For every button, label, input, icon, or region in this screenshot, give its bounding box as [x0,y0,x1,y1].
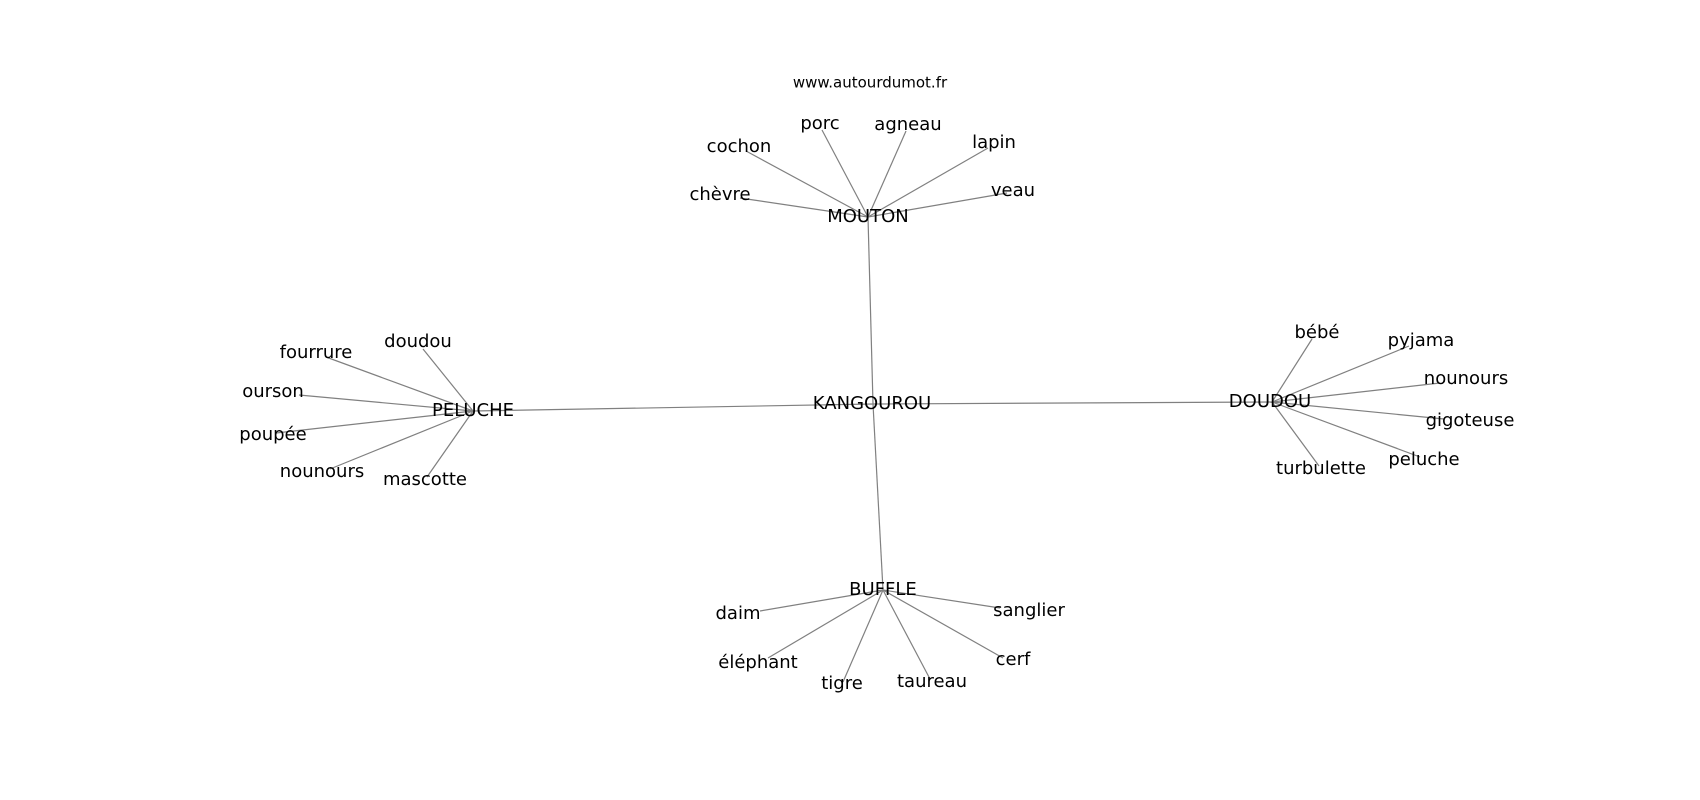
leaf-node[interactable]: peluche [1388,449,1459,470]
edge-leaf [1271,338,1313,403]
edge-leaf [867,130,907,218]
edge-leaf [882,589,931,680]
edge-leaf [739,197,869,218]
leaf-node[interactable]: cochon [707,136,772,157]
leaf-node[interactable]: fourrure [280,342,353,363]
leaf-node[interactable]: mascotte [383,469,467,490]
leaf-node[interactable]: doudou [384,331,452,352]
edge-leaf [882,589,1004,659]
edge-leaf [329,410,474,470]
leaf-node[interactable]: nounours [1424,368,1508,389]
edge-center-to-peluche [472,403,874,412]
edge-center-to-buffle [872,403,884,591]
edge-leaf [275,410,474,434]
edge-leaf [867,147,989,218]
leaf-node[interactable]: poupée [239,424,306,445]
edge-leaf [759,589,884,612]
edge-leaf [1271,345,1410,403]
edge-leaf [1271,382,1441,403]
hub-node-doudou[interactable]: DOUDOU [1229,391,1311,412]
leaf-node[interactable]: gigoteuse [1426,410,1515,431]
edge-leaf [325,356,474,412]
edge-leaf [842,589,884,683]
leaf-node[interactable]: éléphant [718,652,797,673]
edge-leaf [821,129,869,218]
leaf-node[interactable]: bébé [1295,322,1340,343]
leaf-node[interactable]: agneau [874,114,941,135]
edge-leaf [745,150,869,218]
leaf-node[interactable]: daim [716,603,761,624]
edge-leaf [882,589,1001,609]
edge-leaf [298,394,474,412]
edge-leaf [867,192,1008,218]
leaf-node[interactable]: nounours [280,461,364,482]
leaf-node[interactable]: porc [800,113,839,134]
edge-center-to-doudou [872,401,1273,405]
leaf-node[interactable]: pyjama [1388,330,1455,351]
leaf-node[interactable]: tigre [821,673,863,694]
leaf-node[interactable]: veau [991,180,1035,201]
leaf-node[interactable]: taureau [897,671,967,692]
edge-leaf [767,589,884,659]
leaf-node[interactable]: turbulette [1276,458,1366,479]
center-node[interactable]: KANGOUROU [813,393,931,414]
edge-leaf [422,348,474,412]
edge-leaf [1271,401,1445,420]
leaf-node[interactable]: sanglier [993,600,1065,621]
graph-edges [275,129,1445,683]
leaf-node[interactable]: cerf [996,649,1031,670]
hub-node-mouton[interactable]: MOUTON [827,206,909,227]
hub-node-buffle[interactable]: BUFFLE [849,579,917,600]
hub-node-peluche[interactable]: PELUCHE [432,400,514,421]
leaf-node[interactable]: ourson [242,381,304,402]
edge-leaf [1271,401,1320,467]
edge-center-to-mouton [867,216,874,405]
leaf-node[interactable]: lapin [972,132,1016,153]
graph-labels: www.autourdumot.fr KANGOUROU MOUTON porc a… [239,74,1514,695]
edge-leaf [1271,401,1421,458]
leaf-node[interactable]: chèvre [689,184,750,205]
edge-leaf [426,410,474,478]
site-credit: www.autourdumot.fr [793,74,948,92]
